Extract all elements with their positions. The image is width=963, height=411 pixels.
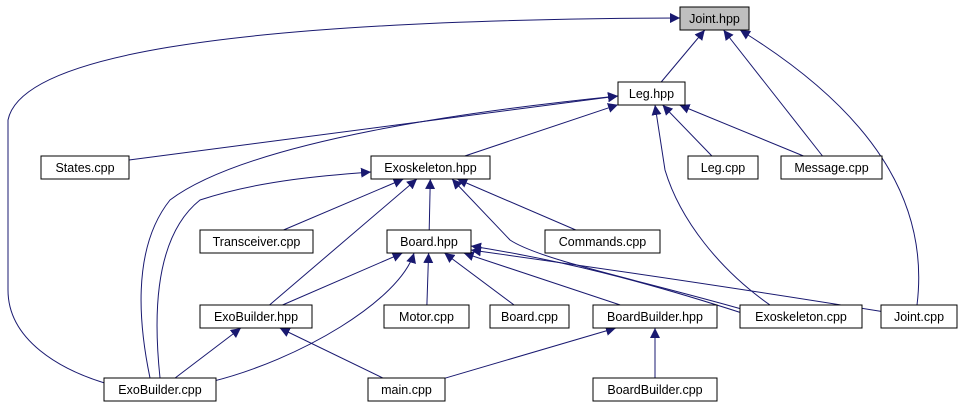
node-box <box>592 377 718 402</box>
edge-commands-cpp-to-exoskeleton-hpp <box>457 178 576 231</box>
node-box <box>739 304 863 329</box>
node-box <box>367 377 446 402</box>
edge-exoskeleton-cpp-to-exoskeleton-hpp <box>451 178 746 311</box>
edge-main-cpp-to-exobuilder-hpp <box>279 327 384 379</box>
node-box <box>199 229 314 254</box>
edge-states-cpp-to-leg-hpp <box>128 92 619 161</box>
node-exoskeleton-hpp[interactable]: Exoskeleton.hpp <box>370 155 491 180</box>
node-box <box>103 377 217 402</box>
node-box <box>687 155 759 180</box>
edge-message-cpp-to-leg-hpp <box>679 104 804 157</box>
edges-layer <box>7 13 920 385</box>
node-motor-cpp[interactable]: Motor.cpp <box>383 304 470 329</box>
node-label: Board.hpp <box>400 235 458 249</box>
node-box <box>679 6 750 31</box>
node-joint-cpp[interactable]: Joint.cpp <box>880 304 958 329</box>
node-box <box>880 304 958 329</box>
edge-main-cpp-to-boardbuilder-hpp <box>444 326 617 379</box>
edge-exoskeleton-cpp-to-board-hpp <box>470 242 746 315</box>
node-exobuilder-hpp[interactable]: ExoBuilder.hpp <box>199 304 313 329</box>
edge-exobuilder-hpp-to-exoskeleton-hpp <box>269 178 418 306</box>
node-label: BoardBuilder.cpp <box>607 383 702 397</box>
edge-board-cpp-to-board-hpp <box>444 252 515 306</box>
node-label: Commands.cpp <box>559 235 647 249</box>
node-board-cpp[interactable]: Board.cpp <box>489 304 570 329</box>
node-box <box>40 155 130 180</box>
node-main-cpp[interactable]: main.cpp <box>367 377 446 402</box>
node-exobuilder-cpp[interactable]: ExoBuilder.cpp <box>103 377 217 402</box>
edge-boardbuilder-hpp-to-board-hpp <box>463 251 621 306</box>
node-board-hpp[interactable]: Board.hpp <box>386 229 472 254</box>
node-box <box>780 155 883 180</box>
edge-exobuilder-cpp-to-joint-hpp <box>7 13 681 385</box>
edge-joint-cpp-to-board-hpp <box>470 246 886 313</box>
node-box <box>386 229 472 254</box>
node-box <box>489 304 570 329</box>
node-boardbuilder-cpp[interactable]: BoardBuilder.cpp <box>592 377 718 402</box>
node-label: main.cpp <box>381 383 432 397</box>
node-label: Transceiver.cpp <box>213 235 301 249</box>
node-label: Joint.cpp <box>894 310 944 324</box>
edge-motor-cpp-to-board-hpp <box>423 252 434 306</box>
edge-exobuilder-cpp-to-leg-hpp <box>140 92 619 379</box>
node-label: Exoskeleton.hpp <box>384 161 476 175</box>
node-label: ExoBuilder.hpp <box>214 310 298 324</box>
edge-transceiver-cpp-to-exoskeleton-hpp <box>283 178 404 231</box>
node-boardbuilder-hpp[interactable]: BoardBuilder.hpp <box>592 304 718 329</box>
edge-leg-hpp-to-joint-hpp <box>660 29 706 83</box>
edge-exobuilder-hpp-to-board-hpp <box>282 252 403 306</box>
node-leg-hpp[interactable]: Leg.hpp <box>617 81 686 106</box>
node-label: Motor.cpp <box>399 310 454 324</box>
node-label: Leg.hpp <box>629 87 674 101</box>
node-label: BoardBuilder.hpp <box>607 310 703 324</box>
edge-board-hpp-to-exoskeleton-hpp <box>425 178 436 231</box>
node-label: Joint.hpp <box>689 12 740 26</box>
node-box <box>370 155 491 180</box>
node-box <box>592 304 718 329</box>
node-joint-hpp[interactable]: Joint.hpp <box>679 6 750 31</box>
edge-exobuilder-cpp-to-exobuilder-hpp <box>174 327 242 379</box>
node-label: Leg.cpp <box>701 161 746 175</box>
node-box <box>544 229 661 254</box>
edge-leg-cpp-to-leg-hpp <box>662 104 713 157</box>
node-label: States.cpp <box>55 161 114 175</box>
node-label: Exoskeleton.cpp <box>755 310 847 324</box>
edge-exobuilder-cpp-to-board-hpp <box>209 252 416 383</box>
node-label: ExoBuilder.cpp <box>118 383 201 397</box>
node-message-cpp[interactable]: Message.cpp <box>780 155 883 180</box>
node-label: Board.cpp <box>501 310 558 324</box>
node-box <box>383 304 470 329</box>
node-transceiver-cpp[interactable]: Transceiver.cpp <box>199 229 314 254</box>
node-label: Message.cpp <box>794 161 868 175</box>
node-box <box>617 81 686 106</box>
edge-message-cpp-to-joint-hpp <box>723 29 823 157</box>
node-leg-cpp[interactable]: Leg.cpp <box>687 155 759 180</box>
node-exoskeleton-cpp[interactable]: Exoskeleton.cpp <box>739 304 863 329</box>
node-states-cpp[interactable]: States.cpp <box>40 155 130 180</box>
edge-exoskeleton-hpp-to-leg-hpp <box>464 103 619 157</box>
node-commands-cpp[interactable]: Commands.cpp <box>544 229 661 254</box>
edge-exobuilder-cpp-to-exoskeleton-hpp <box>156 167 372 379</box>
node-box <box>199 304 313 329</box>
